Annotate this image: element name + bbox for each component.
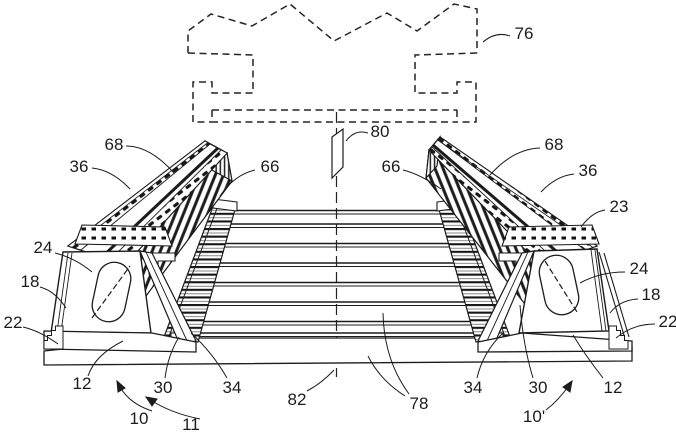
- ref-label-18-right: 18: [642, 285, 661, 304]
- pedestal-web-brace: [139, 250, 197, 346]
- arrowhead-11: [144, 396, 158, 407]
- ref-label-12-left: 12: [73, 374, 92, 393]
- ref-label-22-left: 22: [4, 313, 23, 332]
- pedestal-hole-axis-line: [544, 260, 578, 313]
- ref-label-80: 80: [371, 122, 390, 141]
- pedestal-web-inner-line: [485, 251, 529, 344]
- deck-panels-78: [203, 209, 471, 326]
- ref-label-24-left: 24: [34, 238, 53, 257]
- leader-78-b: [367, 355, 406, 397]
- leader-68-left: [125, 145, 175, 174]
- ref-label-11: 11: [182, 415, 200, 433]
- leader-66-right: [402, 169, 442, 190]
- ref-label-76: 76: [515, 24, 534, 43]
- pedestal-foot-slab: [477, 332, 633, 353]
- profile-zigzag-top: [187, 3, 478, 53]
- ref-label-68-right: 68: [545, 135, 564, 154]
- ref-label-24-right: 24: [630, 259, 649, 278]
- ref-label-34-right: 34: [464, 378, 483, 397]
- leader-76: [482, 34, 511, 43]
- ref-label-10: 10: [130, 409, 149, 428]
- ref-label-23: 23: [610, 197, 629, 216]
- ref-label-68-left: 68: [105, 135, 124, 154]
- pedestal-hole-axis-line: [91, 265, 131, 319]
- ref-label-78: 78: [410, 394, 429, 413]
- leader-66-left: [219, 169, 256, 197]
- ref-label-12-right: 12: [604, 378, 623, 397]
- leader-36-left: [91, 167, 131, 190]
- ref-label-36-left: 36: [70, 157, 89, 176]
- pedestal-web-brace: [477, 250, 535, 346]
- leader-34-left: [190, 332, 228, 379]
- arrowhead-10-prime: [562, 379, 573, 393]
- ref-label-82: 82: [288, 390, 307, 409]
- arrowhead-10: [116, 379, 126, 393]
- rail-bottom-flange-66: [501, 224, 600, 247]
- flag-marker-80: [331, 127, 344, 180]
- rail-left-36: [66, 139, 233, 310]
- rail-bottom-flange-66: [74, 224, 173, 247]
- ref-label-18-left: 18: [21, 272, 40, 291]
- leader-36-right: [540, 173, 575, 193]
- leader-68-right: [489, 147, 541, 176]
- leader-12-left: [87, 340, 124, 377]
- leader-24-right: [579, 271, 626, 284]
- ref-label-30-right: 30: [529, 378, 548, 397]
- leader-30-left: [164, 336, 180, 379]
- reference-labels: 76 80 68 36 66 66 68 36 23 24 18 22 24 1…: [4, 24, 676, 433]
- foot-flange-steps-22: [43, 325, 64, 350]
- ref-label-66-left: 66: [261, 157, 280, 176]
- underbody-profile-76: [187, 3, 478, 123]
- ref-label-66-right: 66: [382, 157, 401, 176]
- leader-23: [580, 209, 606, 228]
- ref-label-36-right: 36: [579, 161, 598, 180]
- ref-label-30-left: 30: [154, 378, 173, 397]
- leader-30-right: [519, 304, 534, 379]
- leader-34-right: [476, 332, 504, 379]
- ref-label-22-right: 22: [659, 312, 676, 331]
- pedestal-bend-line: [594, 249, 607, 332]
- leader-18-right: [609, 298, 639, 314]
- pedestal-outer-brace-18: [598, 251, 625, 336]
- rail-right-36: [425, 135, 600, 310]
- leader-12-right: [572, 334, 604, 379]
- leader-lines: [22, 34, 656, 420]
- ref-label-34-left: 34: [223, 378, 242, 397]
- leader-18-left: [39, 286, 67, 309]
- foot-flange-steps-22: [608, 325, 629, 350]
- leader-22-left: [22, 326, 59, 345]
- ref-label-10-prime: 10': [523, 407, 545, 426]
- pedestal-outer-brace-18: [603, 252, 630, 338]
- pedestal-left: [43, 250, 197, 353]
- leader-78-a: [382, 312, 410, 395]
- leader-22-right: [615, 323, 656, 339]
- leader-80: [345, 131, 369, 142]
- leader-24-left: [54, 252, 93, 273]
- leader-82: [306, 369, 335, 392]
- profile-left-step: [187, 52, 254, 123]
- pedestal-right: [477, 248, 633, 353]
- pedestal-bend-line: [60, 252, 73, 333]
- pedestal-bend-line: [590, 249, 603, 332]
- pedestal-bend-line: [56, 252, 69, 333]
- pedestal-web-inner-line: [145, 251, 189, 344]
